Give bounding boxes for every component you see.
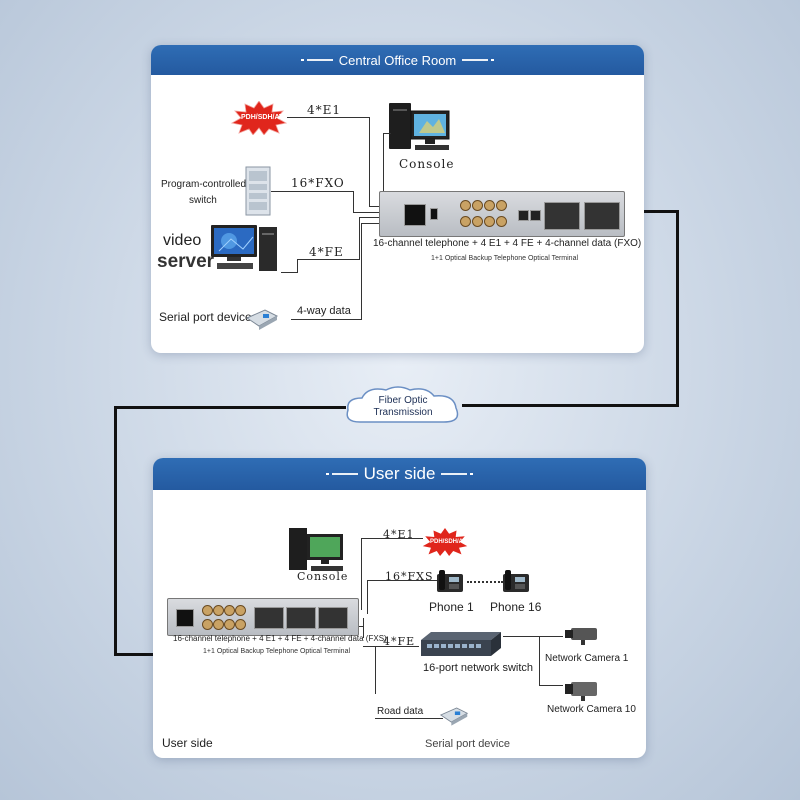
starburst-icon <box>231 101 287 135</box>
cloud-line1: Fiber Optic <box>378 395 428 406</box>
network-camera-10-icon <box>565 682 597 701</box>
cloud-icon <box>346 386 459 423</box>
cloud-line2: Transmission <box>373 407 433 418</box>
fiber-optic-cloud: Fiber Optic Transmission <box>342 384 464 428</box>
user-console-label: Console <box>297 570 349 583</box>
user-serial-device-label: Serial port device <box>425 738 510 750</box>
user-side-title: User side <box>363 464 436 483</box>
console-computer-icon <box>389 103 450 150</box>
switch-label-line2: switch <box>189 195 217 206</box>
phone-dotted-link <box>467 581 503 583</box>
video-label-line1: video <box>163 232 202 249</box>
network-camera-1-icon <box>565 628 597 645</box>
phone-16-icon <box>503 570 529 592</box>
link-4way-label: 4-way data <box>297 305 351 317</box>
user-serial-device-icon <box>439 707 469 726</box>
central-device-title: 16-channel telephone + 4 E1 + 4 FE + 4-c… <box>373 238 642 249</box>
link-4fe-label: 4*FE <box>309 245 344 259</box>
central-terminal-device <box>379 191 625 237</box>
serial-device-label: Serial port device <box>159 310 252 324</box>
camera-1-label: Network Camera 1 <box>545 653 629 664</box>
phone-1-icon <box>437 570 463 592</box>
user-side-header: User side <box>153 458 646 490</box>
road-data-label: Road data <box>377 706 424 717</box>
user-pdh-badge: PDH/SDH/ATM <box>421 528 472 556</box>
central-office-panel: Central Office Room PDH/SDH/ATM 4*E1 Con… <box>151 45 644 353</box>
phone-16-label: Phone 16 <box>490 600 542 614</box>
link-4e1-line <box>287 117 369 118</box>
video-label-line2: server <box>157 251 215 272</box>
central-office-title: Central Office Room <box>338 52 457 68</box>
user-device-subtitle: 1+1 Optical Backup Telephone Optical Ter… <box>203 648 351 655</box>
link-16fxo-label: 16*FXO <box>291 176 345 190</box>
header-decoration-right <box>462 59 495 61</box>
user-terminal-device <box>167 598 359 636</box>
user-pdh-badge-text: PDH/SDH/ATM <box>430 538 472 545</box>
console-label: Console <box>399 157 455 171</box>
switch-label: 16-port network switch <box>423 662 534 674</box>
starburst-icon <box>422 528 468 556</box>
user-side-panel: User side Console 4*E1 PDH/SDH/ATM 16*FX… <box>153 458 646 758</box>
header-decoration-left <box>300 59 333 61</box>
video-server-computer-icon <box>211 225 277 271</box>
pdh-sdh-atm-badge: PDH/SDH/ATM <box>231 101 290 135</box>
serial-port-device-icon <box>245 309 279 330</box>
phone-1-label: Phone 1 <box>429 600 474 614</box>
user-device-title: 16-channel telephone + 4 E1 + 4 FE + 4-c… <box>173 634 387 643</box>
central-device-subtitle: 1+1 Optical Backup Telephone Optical Ter… <box>431 255 579 262</box>
header-decoration-left <box>325 473 358 475</box>
header-decoration-right <box>441 473 474 475</box>
switch-label-line1: Program-controlled <box>161 179 247 190</box>
user-link-16fxs-label: 16*FXS <box>385 570 434 583</box>
link-4e1-label: 4*E1 <box>307 103 342 117</box>
network-switch-icon <box>421 632 501 656</box>
user-link-4fe-label: 4*FE <box>383 635 416 648</box>
camera-10-label: Network Camera 10 <box>547 704 636 715</box>
pdh-badge-text: PDH/SDH/ATM <box>241 114 290 121</box>
central-office-header: Central Office Room <box>151 45 644 75</box>
program-switch-cabinet-icon <box>245 166 271 216</box>
console-computer-icon <box>289 528 343 571</box>
user-side-footer-label: User side <box>162 736 213 750</box>
user-link-4e1-label: 4*E1 <box>383 528 415 541</box>
